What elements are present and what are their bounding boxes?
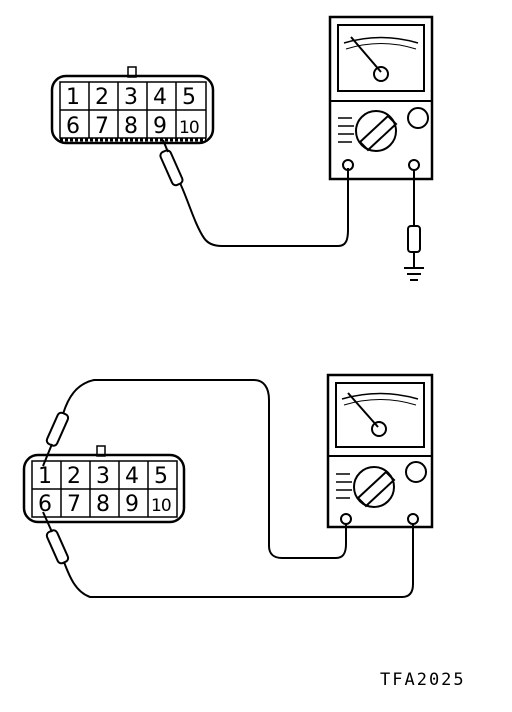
range-selector-knob <box>355 110 397 152</box>
pin-5: 5 <box>182 85 196 110</box>
meter-display <box>337 24 425 92</box>
meter-needle <box>350 36 382 73</box>
pin-9: 9 <box>125 492 139 517</box>
pin-6: 6 <box>38 492 52 517</box>
multimeter-bottom <box>326 373 434 529</box>
connector-bottom: 1 2 3 4 5 6 7 8 9 10 <box>22 445 186 524</box>
probe-lead-wire <box>179 168 349 247</box>
meter-body <box>328 15 434 181</box>
pin-7: 7 <box>95 114 109 139</box>
meter-terminal-com <box>340 513 352 525</box>
pin-7: 7 <box>67 492 81 517</box>
zero-adjust-knob <box>405 461 427 483</box>
figure-code: TFA2025 <box>380 670 466 690</box>
pin-2: 2 <box>95 85 109 110</box>
pin-4: 4 <box>153 85 167 110</box>
test-probe-pin1 <box>42 411 70 467</box>
ground-lead <box>404 170 424 281</box>
pin-9: 9 <box>153 114 167 139</box>
connector-housing <box>22 453 186 524</box>
ground-symbol <box>404 267 424 281</box>
probe-lead-wire-pin1 <box>62 379 347 559</box>
pin-8: 8 <box>124 114 138 139</box>
meter-terminal-com <box>342 159 354 171</box>
pin-1: 1 <box>38 464 52 489</box>
pin-10: 10 <box>179 118 199 138</box>
pin-6: 6 <box>66 114 80 139</box>
pin-10: 10 <box>151 496 171 516</box>
zero-adjust-knob <box>407 107 429 129</box>
probe-lead-wire-pin6 <box>63 524 414 598</box>
pin-8: 8 <box>96 492 110 517</box>
meter-body <box>326 373 434 529</box>
connector-top: 1 2 3 4 5 6 7 8 9 10 <box>50 66 215 145</box>
pin-3: 3 <box>96 464 110 489</box>
pin-3: 3 <box>124 85 138 110</box>
bottom-check-group: 1 2 3 4 5 6 7 8 9 10 <box>22 373 434 598</box>
connector-housing <box>50 74 215 145</box>
range-selector-knob <box>353 466 395 508</box>
test-probe-pin9 <box>159 139 184 187</box>
meter-terminal-v <box>407 513 419 525</box>
pin-5: 5 <box>154 464 168 489</box>
meter-display <box>335 382 425 448</box>
pin-1: 1 <box>66 85 80 110</box>
top-check-group: 1 2 3 4 5 6 7 8 9 10 <box>50 15 434 281</box>
test-probe-pin6 <box>42 511 70 565</box>
pin-2: 2 <box>67 464 81 489</box>
multimeter-top <box>328 15 434 181</box>
meter-needle <box>347 392 379 428</box>
pin-4: 4 <box>125 464 139 489</box>
meter-terminal-v <box>408 159 420 171</box>
